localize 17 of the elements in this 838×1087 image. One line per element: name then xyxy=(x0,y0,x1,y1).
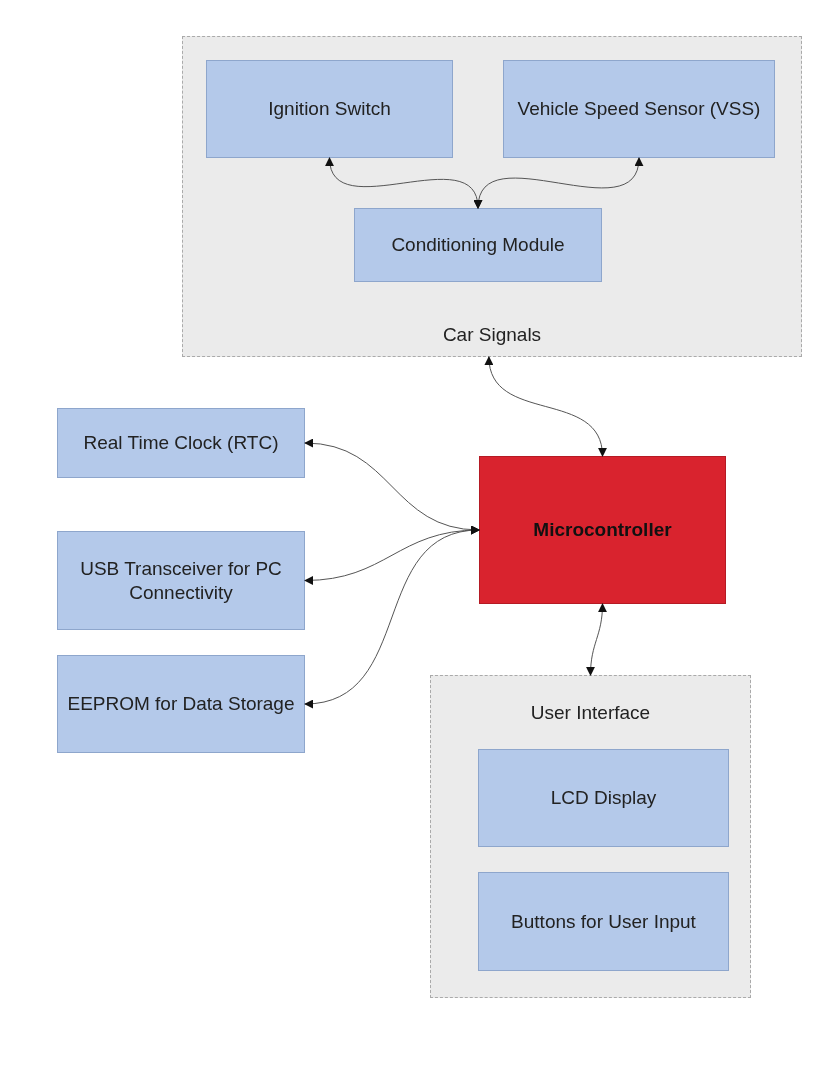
component-box: Vehicle Speed Sensor (VSS) xyxy=(503,60,775,158)
component-box: LCD Display xyxy=(478,749,729,847)
component-box: EEPROM for Data Storage xyxy=(57,655,305,753)
microcontroller-box: Microcontroller xyxy=(479,456,726,604)
connector-arrow xyxy=(586,603,607,676)
connector-arrow xyxy=(485,356,606,457)
group-label: User Interface xyxy=(529,702,652,724)
connector-arrow xyxy=(475,157,642,209)
group-container xyxy=(430,675,751,998)
component-box: Real Time Clock (RTC) xyxy=(57,408,305,478)
group-label: Car Signals xyxy=(441,324,543,346)
connector-arrow xyxy=(304,526,480,708)
group-container xyxy=(182,36,802,357)
component-box: USB Transceiver for PC Connectivity xyxy=(57,531,305,630)
component-box: Buttons for User Input xyxy=(478,872,729,971)
component-box: Conditioning Module xyxy=(354,208,602,282)
component-box: Ignition Switch xyxy=(206,60,453,158)
